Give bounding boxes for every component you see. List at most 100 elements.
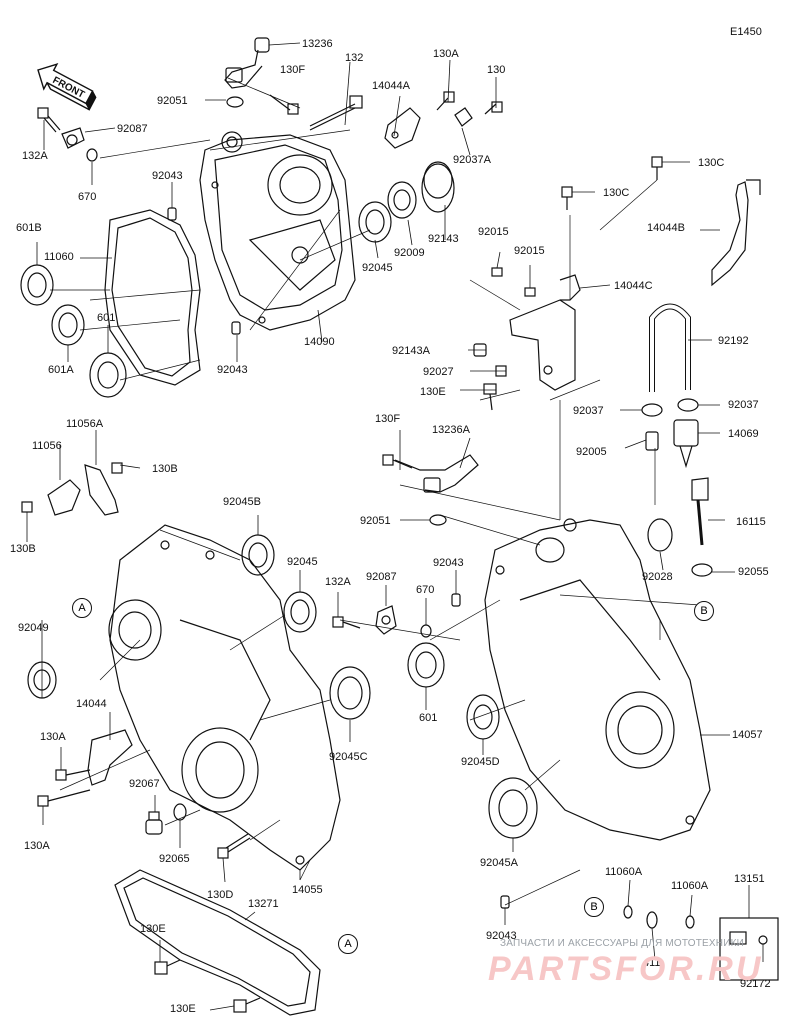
- diagram-id: E1450: [730, 26, 762, 38]
- label-130B-1: 130B: [152, 463, 178, 475]
- label-11060A-1: 11060A: [605, 866, 643, 878]
- bearing-601A: [51, 304, 85, 346]
- label-92015-1: 92015: [478, 226, 509, 238]
- bearing-92045D: [466, 694, 500, 740]
- label-130E-1: 130E: [140, 923, 166, 935]
- label-130C-2: 130C: [603, 187, 630, 199]
- label-92015-2: 92015: [514, 245, 545, 257]
- label-13271: 13271: [248, 898, 279, 910]
- bolt-130A-top: [436, 91, 455, 111]
- label-92065: 92065: [159, 853, 190, 865]
- label-670-mid: 670: [416, 584, 435, 596]
- label-132A-top: 132A: [22, 150, 48, 162]
- bracket-14044C: [509, 274, 581, 391]
- bolt-130B-1: [111, 462, 123, 474]
- label-14057: 14057: [732, 729, 763, 741]
- label-92009: 92009: [394, 247, 425, 259]
- gear-case-cover-14090: [199, 131, 356, 331]
- plug-92067: [145, 811, 163, 835]
- label-130D: 130D: [207, 889, 234, 901]
- label-92192: 92192: [718, 335, 749, 347]
- label-92043-bot: 92043: [486, 930, 517, 942]
- bearing-601-mid: [407, 642, 445, 688]
- bracket-11056: [47, 464, 119, 516]
- label-14044: 14044: [76, 698, 107, 710]
- fitting-92087-top: [61, 127, 85, 149]
- bearing-92045-top: [358, 201, 392, 243]
- label-11060: 11060: [44, 251, 74, 263]
- label-132: 132: [345, 52, 364, 64]
- label-130F-mid: 130F: [375, 413, 401, 425]
- label-92055: 92055: [738, 566, 769, 578]
- bolt-130D: [217, 833, 251, 859]
- label-92143: 92143: [428, 233, 459, 245]
- bearing-92045A: [488, 777, 538, 839]
- hose-92192: [649, 303, 691, 392]
- gasket-11060: [104, 209, 201, 386]
- label-130A-1: 130A: [40, 731, 66, 743]
- label-601-mid: 601: [419, 712, 438, 724]
- oring-92055: [691, 563, 713, 577]
- bearing-92045C: [329, 666, 371, 720]
- label-92051-mid: 92051: [360, 515, 391, 527]
- bracket-14044B: [711, 179, 761, 287]
- label-92143A: 92143A: [392, 345, 430, 357]
- part-411: [646, 911, 658, 929]
- oring-11060A-1: [623, 905, 633, 919]
- oring-670-top: [86, 148, 98, 162]
- clamp-92037-1: [641, 403, 663, 417]
- pin-92043-mid2: [451, 593, 461, 607]
- label-14044A: 14044A: [372, 80, 410, 92]
- oring-11060A-2: [685, 915, 695, 929]
- clamp-92037-2: [677, 398, 699, 412]
- label-92067: 92067: [129, 778, 160, 790]
- bolt-130E-mid: [483, 383, 497, 411]
- seal-92009: [387, 181, 417, 219]
- label-92005: 92005: [576, 446, 607, 458]
- label-601B: 601B: [16, 222, 42, 234]
- alignment-lines: [50, 129, 701, 906]
- label-92087-top: 92087: [117, 123, 148, 135]
- ring-92143: [421, 161, 455, 213]
- bracket-14044: [87, 729, 133, 786]
- label-92172: 92172: [740, 978, 771, 990]
- label-92028: 92028: [642, 571, 673, 583]
- label-13151: 13151: [734, 873, 765, 885]
- label-92051-top: 92051: [157, 95, 188, 107]
- label-130C-1: 130C: [698, 157, 725, 169]
- label-92045D: 92045D: [461, 756, 500, 768]
- watermark-subtitle: ЗАПЧАСТИ И АКСЕССУАРЫ ДЛЯ МОТОТЕХНИКИ: [500, 938, 745, 949]
- label-11056: 11056: [32, 440, 62, 452]
- label-92043-mid: 92043: [217, 364, 248, 376]
- label-130-top: 130: [487, 64, 506, 76]
- label-601: 601: [97, 312, 116, 324]
- washer-92051-top: [226, 96, 244, 108]
- nut-92015-1: [491, 267, 503, 277]
- watermark-brand: PARTSFOR.RU: [488, 950, 764, 988]
- bolt-130B-2: [21, 501, 33, 513]
- label-92049: 92049: [18, 622, 49, 634]
- callout-B-1: B: [694, 601, 714, 621]
- bolt-130F-mid: [382, 454, 413, 469]
- pin-92043-bot: [500, 895, 510, 909]
- label-14090: 14090: [304, 336, 335, 348]
- bolt-130F-top: [269, 94, 299, 115]
- breather-14069: [673, 419, 699, 469]
- collar-92028: [647, 518, 673, 552]
- front-arrow-icon: FRONT: [37, 63, 97, 111]
- label-92045-top: 92045: [362, 262, 393, 274]
- bolt-130A-1: [55, 769, 91, 781]
- nut-92015-2: [524, 287, 536, 297]
- label-601A: 601A: [48, 364, 74, 376]
- washer-92051-mid: [429, 514, 447, 526]
- pin-92043-top: [167, 207, 177, 221]
- label-411: 411: [643, 957, 661, 969]
- label-92045B: 92045B: [223, 496, 261, 508]
- bolt-130E-2: [233, 997, 261, 1013]
- label-11060A-2: 11060A: [671, 880, 709, 892]
- label-13236A: 13236A: [432, 424, 470, 436]
- label-14055: 14055: [292, 884, 323, 896]
- leader-lines: [26, 42, 764, 1011]
- label-130A-top: 130A: [433, 48, 459, 60]
